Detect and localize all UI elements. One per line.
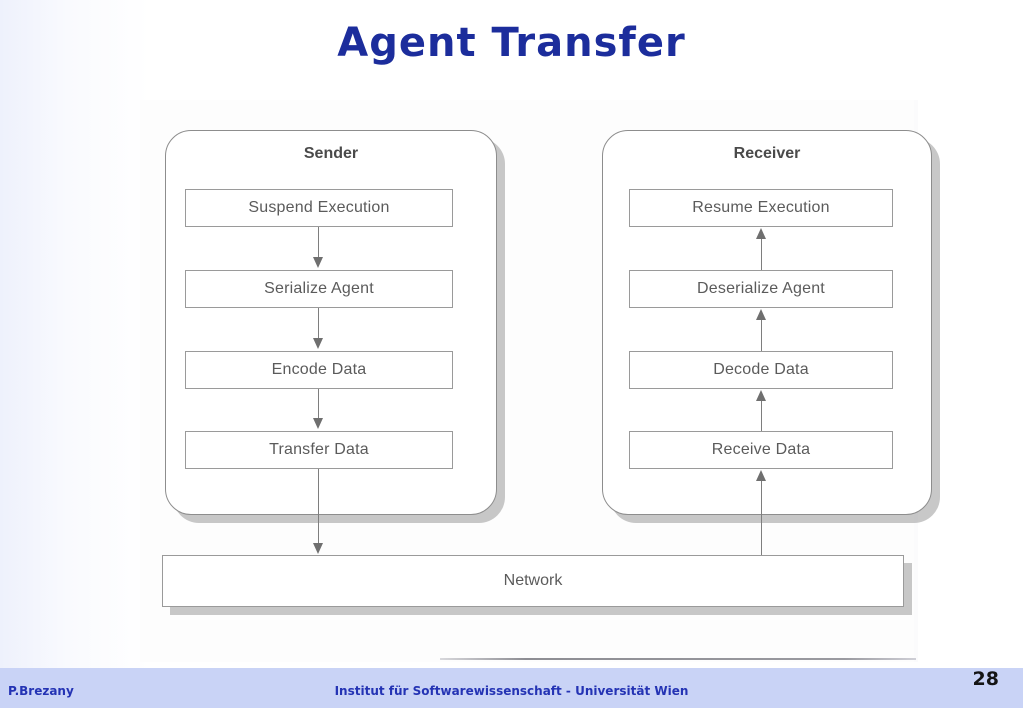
sender-arrow-1-head: [313, 257, 323, 268]
receiver-arrow-2-line: [761, 319, 763, 351]
receiver-arrow-1-head: [756, 228, 766, 239]
network-bar[interactable]: Network: [162, 555, 904, 607]
footer-page-number: 28: [972, 668, 999, 690]
scan-left-edge-tint: [0, 0, 150, 668]
sender-arrow-3-head: [313, 418, 323, 429]
page-title: Agent Transfer: [337, 20, 686, 66]
footer-institute: Institut für Softwarewissenschaft - Univ…: [334, 684, 689, 698]
receiver-arrow-2-head: [756, 309, 766, 320]
receiver-panel-title: Receiver: [733, 145, 801, 162]
sender-arrow-2-head: [313, 338, 323, 349]
sender-step-serialize-agent[interactable]: Serialize Agent: [185, 270, 453, 308]
sender-arrow-2-line: [318, 308, 320, 340]
receiver-arrow-from-network-head: [756, 470, 766, 481]
footer-band: [0, 668, 1023, 708]
sender-arrow-3-line: [318, 389, 320, 420]
receiver-step-decode-data[interactable]: Decode Data: [629, 351, 893, 389]
receiver-arrow-1-line: [761, 238, 763, 270]
receiver-arrow-from-network-line: [761, 480, 763, 556]
sender-step-transfer-data[interactable]: Transfer Data: [185, 431, 453, 469]
receiver-arrow-3-head: [756, 390, 766, 401]
sender-arrow-to-network-head: [313, 543, 323, 554]
sender-step-encode-data[interactable]: Encode Data: [185, 351, 453, 389]
scan-bottom-rule: [440, 658, 916, 660]
receiver-step-resume-execution[interactable]: Resume Execution: [629, 189, 893, 227]
sender-step-suspend-execution[interactable]: Suspend Execution: [185, 189, 453, 227]
receiver-step-receive-data[interactable]: Receive Data: [629, 431, 893, 469]
diagram-figure: Sender Suspend Execution Serialize Agent…: [140, 100, 940, 662]
receiver-step-deserialize-agent[interactable]: Deserialize Agent: [629, 270, 893, 308]
sender-arrow-to-network-line: [318, 469, 320, 544]
receiver-arrow-3-line: [761, 400, 763, 431]
footer-author: P.Brezany: [8, 684, 74, 698]
sender-panel-title: Sender: [303, 145, 359, 162]
sender-arrow-1-line: [318, 227, 320, 259]
